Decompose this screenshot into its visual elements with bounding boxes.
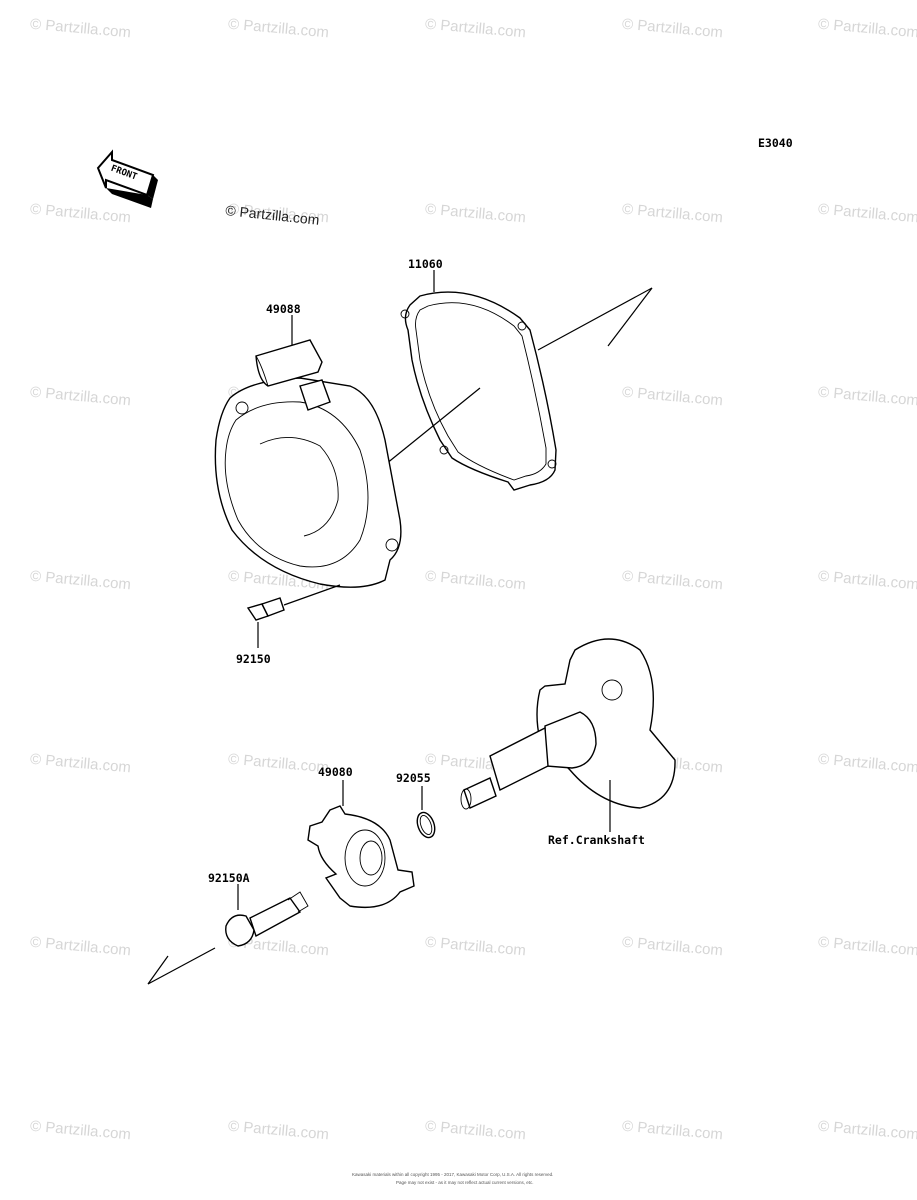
label-92150[interactable]: 92150	[236, 652, 271, 666]
label-92055[interactable]: 92055	[396, 771, 431, 785]
label-49080[interactable]: 49080	[318, 765, 353, 779]
part-92150-bolt[interactable]	[246, 597, 285, 621]
part-92150A-bolt[interactable]	[225, 891, 309, 947]
part-11060-gasket[interactable]	[400, 291, 557, 491]
part-92055-o-ring[interactable]	[414, 810, 438, 840]
reference-line-center	[385, 387, 481, 465]
footer-line-2: Page may not exist - as it may not refle…	[396, 1180, 534, 1185]
part-49088-recoil-starter[interactable]	[214, 339, 402, 588]
label-ref-crankshaft[interactable]: Ref.Crankshaft	[548, 833, 645, 847]
label-92150A[interactable]: 92150A	[208, 871, 250, 885]
part-ref-crankshaft[interactable]	[460, 638, 676, 810]
reference-line-upper-tail	[607, 287, 653, 347]
front-arrow-icon: FRONT	[96, 149, 158, 208]
copyright-mark: © Partzilla.com	[225, 202, 320, 228]
label-11060[interactable]: 11060	[408, 257, 443, 271]
part-49080-pulley[interactable]	[307, 805, 415, 909]
bolt-axis-92150	[283, 584, 341, 606]
diagram-code: E3040	[758, 136, 793, 150]
reference-line-lower-tail	[147, 955, 169, 985]
reference-line-lower	[147, 947, 216, 985]
reference-line-upper	[537, 287, 653, 351]
label-49088[interactable]: 49088	[266, 302, 301, 316]
footer-line-1: Kawasaki materials within all copyright …	[352, 1172, 553, 1177]
